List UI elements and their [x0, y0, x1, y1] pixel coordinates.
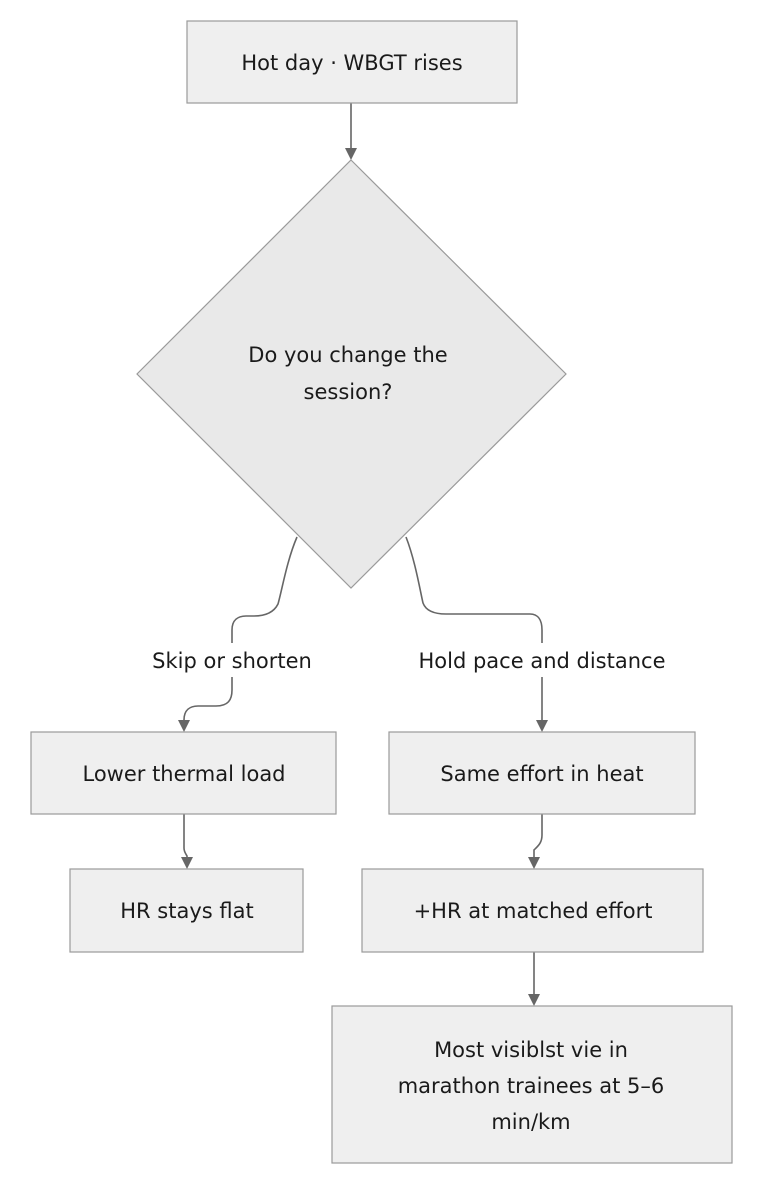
edge-label-hold-text: Hold pace and distance — [419, 649, 666, 673]
node-lower-thermal-load-text: Lower thermal load — [82, 762, 285, 786]
edge-decision-to-lower-load — [183, 536, 298, 722]
edge-same-effort-to-hr-up — [533, 814, 543, 858]
node-decision-line2: session? — [304, 380, 393, 404]
edge-lower-load-to-hr-flat — [183, 814, 188, 858]
edge-label-skip-text: Skip or shorten — [152, 649, 312, 673]
node-same-effort-text: Same effort in heat — [440, 762, 643, 786]
edge-decision-to-same-effort — [405, 536, 543, 722]
node-start: Hot day · WBGT rises — [186, 20, 518, 104]
node-hr-matched-effort: +HR at matched effort — [361, 868, 704, 953]
node-hr-stays-flat: HR stays flat — [69, 868, 304, 953]
edge-label-hold: Hold pace and distance — [402, 643, 682, 677]
arrowhead — [528, 857, 540, 869]
node-start-text: Hot day · WBGT rises — [241, 51, 462, 75]
arrowhead — [536, 720, 548, 732]
node-same-effort: Same effort in heat — [388, 731, 696, 815]
node-hr-stays-flat-text: HR stays flat — [120, 899, 253, 923]
node-most-visible: Most visiblst vie in marathon trainees a… — [331, 1005, 733, 1164]
arrowhead — [181, 857, 193, 869]
node-most-visible-line1: Most visiblst vie in — [434, 1038, 628, 1062]
arrowhead — [178, 720, 190, 732]
node-most-visible-line3: min/km — [491, 1110, 570, 1134]
node-decision: Do you change the session? — [136, 159, 567, 589]
node-most-visible-line2: marathon trainees at 5–6 — [398, 1074, 665, 1098]
arrowhead — [345, 148, 357, 160]
arrowhead — [528, 994, 540, 1006]
node-lower-thermal-load: Lower thermal load — [30, 731, 337, 815]
edge-label-skip: Skip or shorten — [138, 643, 326, 677]
node-decision-line1: Do you change the — [248, 343, 447, 367]
node-hr-matched-effort-text: +HR at matched effort — [414, 899, 653, 923]
